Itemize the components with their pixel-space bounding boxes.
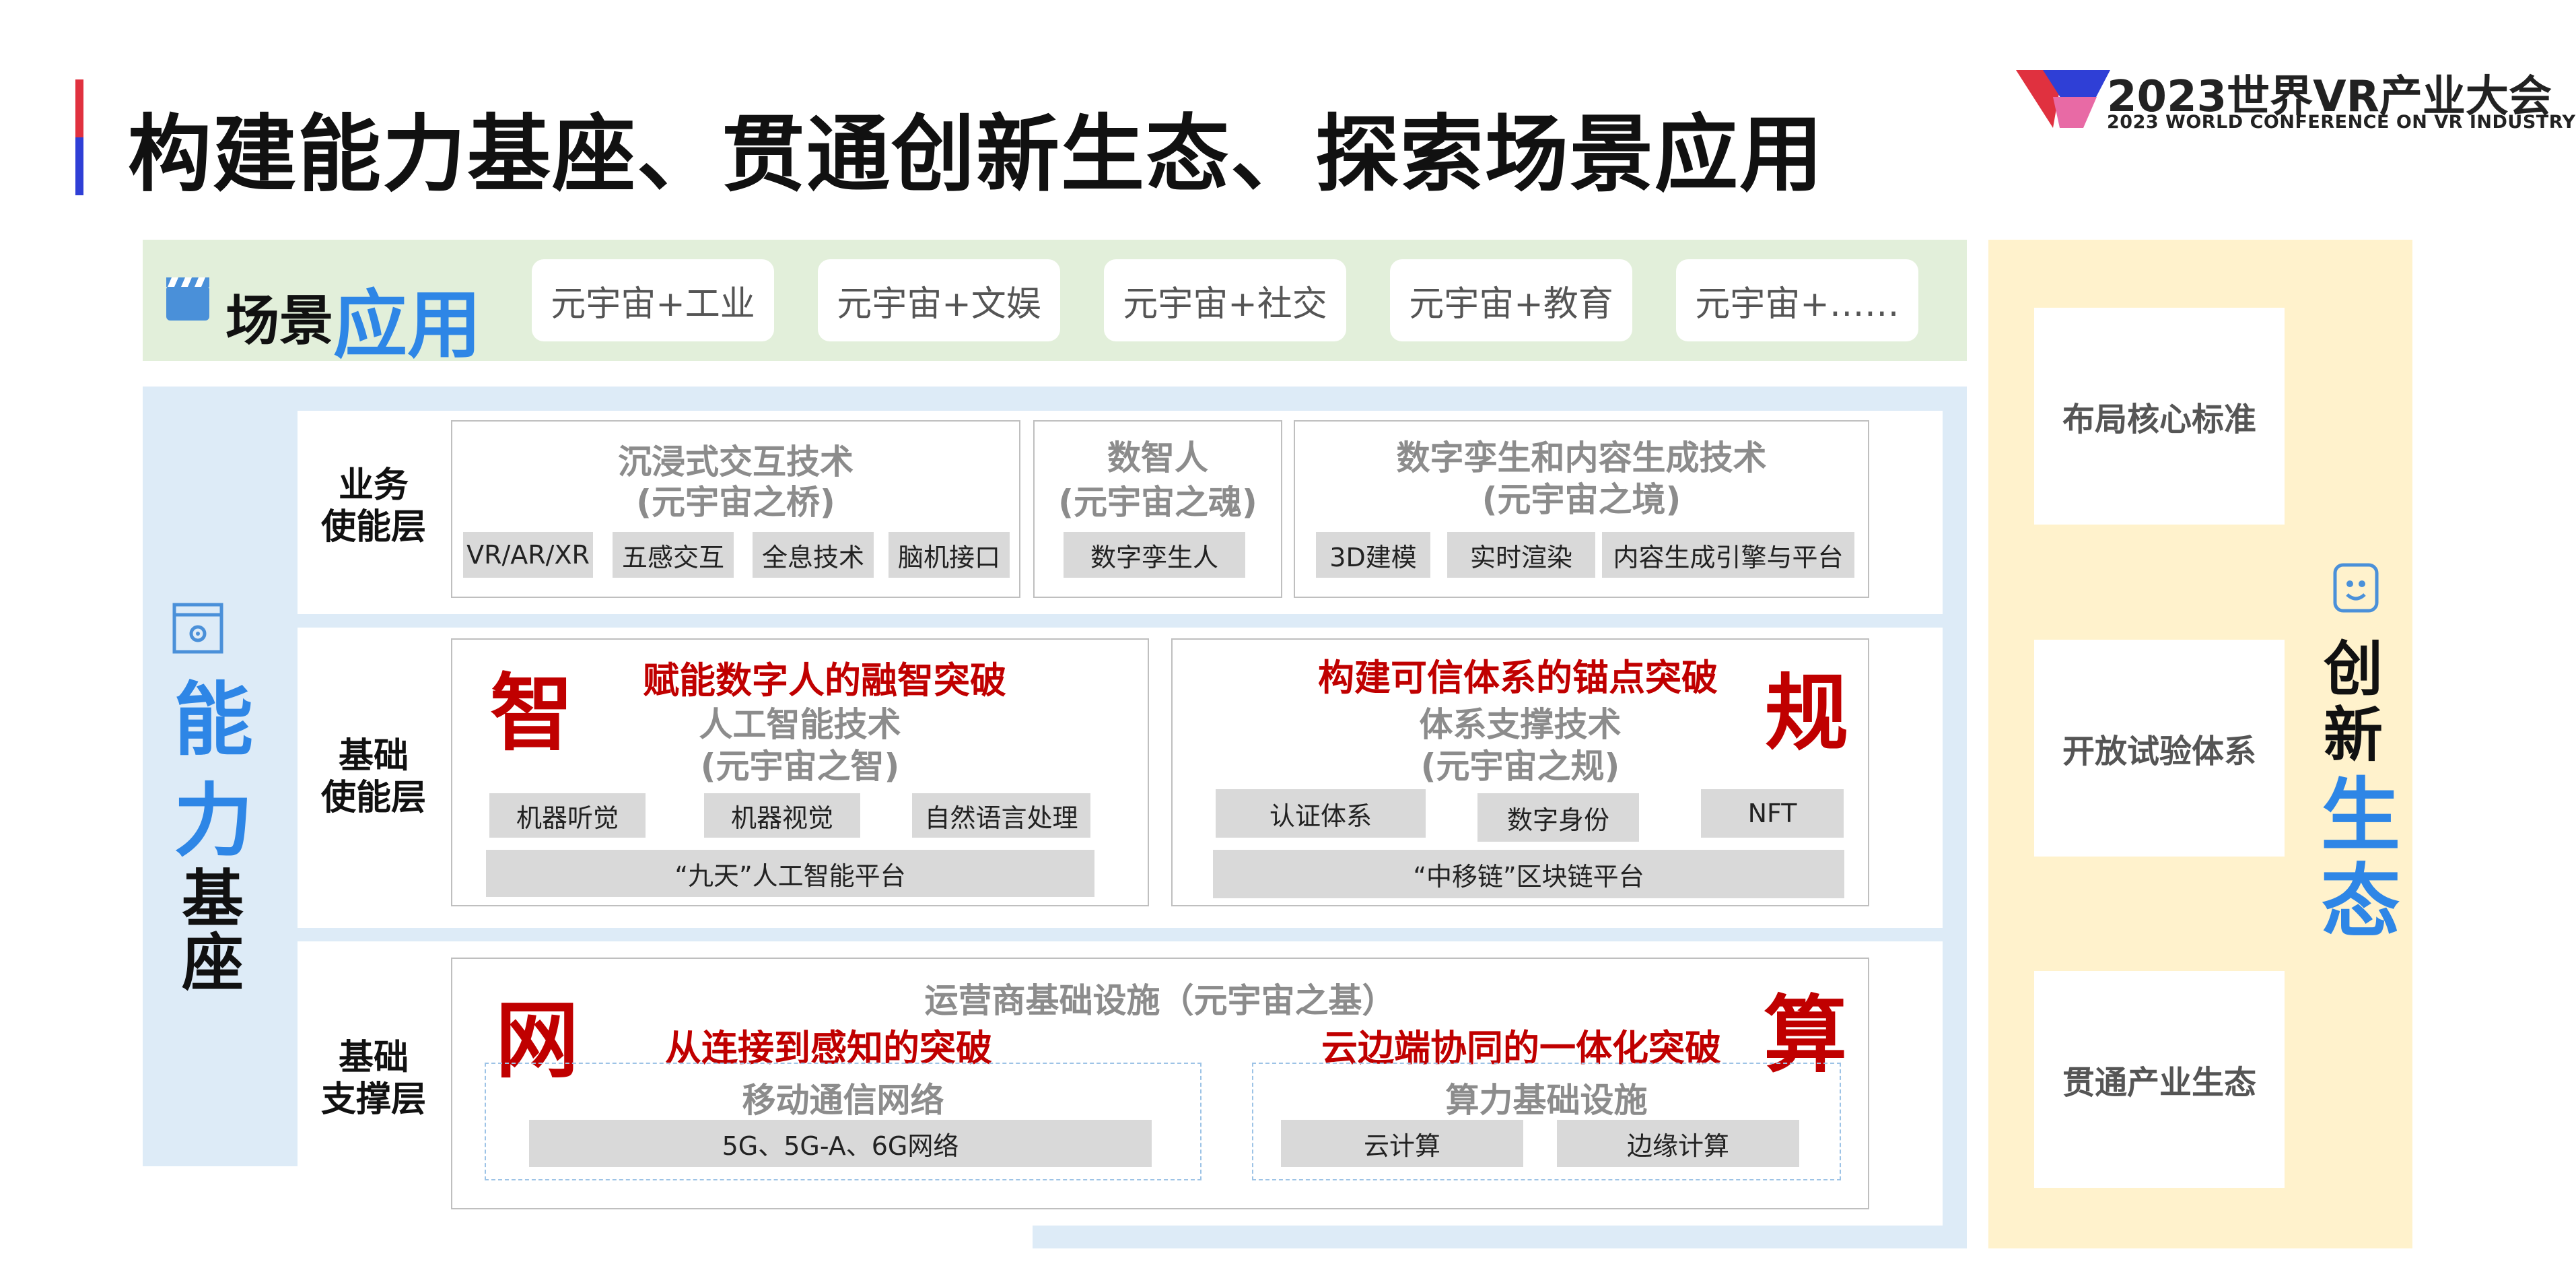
tech-item: 数字身份 — [1477, 793, 1639, 842]
network-container — [485, 1063, 1202, 1180]
scene-item-education[interactable]: 元宇宙+教育 — [1390, 259, 1632, 341]
group-subtitle: (元宇宙之规) — [1420, 747, 1620, 786]
group-title: 数字孪生和内容生成技术 — [1396, 438, 1767, 477]
capability-vertical-char: 力 — [174, 774, 254, 867]
capability-band-left — [143, 387, 298, 1166]
scene-item-industry[interactable]: 元宇宙+工业 — [532, 259, 774, 341]
layer-label-base-support: 基础 支撑层 — [320, 1038, 426, 1120]
eco-card-industry: 贯通产业生态 — [2034, 971, 2285, 1188]
group-title: 人工智能技术 — [699, 705, 901, 744]
layer-label-base-enable: 基础 使能层 — [320, 736, 426, 818]
network-headline: 从连接到感知的突破 — [665, 1027, 992, 1069]
group-infrastructure — [451, 958, 1869, 1209]
title-accent-red — [75, 79, 83, 137]
tech-item: 机器视觉 — [704, 793, 860, 838]
logo-title: 2023世界VR产业大会 — [2107, 72, 2552, 122]
tech-item: 实时渲染 — [1447, 532, 1595, 578]
group-title: 体系支撑技术 — [1419, 705, 1622, 744]
compute-title: 算力基础设施 — [1445, 1081, 1648, 1120]
capability-vertical-char: 基 — [182, 863, 244, 935]
compute-item: 云计算 — [1281, 1120, 1523, 1167]
scene-item-entertainment[interactable]: 元宇宙+文娱 — [818, 259, 1060, 341]
compute-headline: 云边端协同的一体化突破 — [1321, 1027, 1721, 1069]
tech-item: 脑机接口 — [889, 532, 1010, 578]
tech-item: 3D建模 — [1316, 532, 1430, 578]
ecosystem-vertical-char: 创 — [2324, 634, 2383, 704]
ecosystem-vertical-char: 生 — [2321, 769, 2401, 862]
ai-platform: “九天”人工智能平台 — [486, 850, 1094, 897]
network-item: 5G、5G-A、6G网络 — [529, 1120, 1152, 1167]
tech-item: 数字孪生人 — [1064, 532, 1245, 578]
capability-band-right — [1943, 387, 1967, 1248]
ai-big-char: 智 — [490, 665, 574, 762]
tech-item: 机器听觉 — [489, 793, 646, 838]
face-icon — [2333, 563, 2379, 613]
tech-item: 五感交互 — [613, 532, 734, 578]
group-subtitle: (元宇宙之魂) — [1058, 483, 1257, 522]
blockchain-platform: “中移链”区块链平台 — [1213, 850, 1844, 898]
tech-item: 自然语言处理 — [912, 793, 1090, 838]
ai-headline: 赋能数字人的融智突破 — [643, 659, 1006, 702]
group-subtitle: (元宇宙之智) — [700, 747, 900, 786]
scene-item-social[interactable]: 元宇宙+社交 — [1104, 259, 1346, 341]
tech-item: 全息技术 — [753, 532, 874, 578]
group-title: 沉浸式交互技术 — [618, 442, 854, 481]
compute-big-char: 算 — [1764, 987, 1848, 1084]
scene-label: 场景 — [225, 290, 333, 352]
browser-gear-icon — [172, 603, 223, 654]
compute-container — [1252, 1063, 1841, 1180]
trust-big-char: 规 — [1765, 665, 1849, 762]
trust-headline: 构建可信体系的锚点突破 — [1318, 657, 1718, 699]
conference-logo-icon — [2016, 70, 2110, 128]
capability-band-top — [298, 387, 1967, 411]
logo-subtitle: 2023 WORLD CONFERENCE ON VR INDUSTRY — [2107, 112, 2576, 133]
ecosystem-vertical-char: 新 — [2324, 700, 2383, 770]
infrastructure-title: 运营商基础设施（元宇宙之基） — [924, 981, 1396, 1020]
eco-card-testing: 开放试验体系 — [2034, 640, 2285, 857]
layer-separator — [298, 614, 1943, 628]
tech-item: VR/AR/XR — [463, 532, 593, 578]
network-title: 移动通信网络 — [742, 1081, 944, 1120]
scene-item-more[interactable]: 元宇宙+…… — [1676, 259, 1918, 341]
capability-vertical-char: 能 — [174, 673, 254, 766]
tech-item: 内容生成引擎与平台 — [1602, 532, 1854, 578]
eco-card-standards: 布局核心标准 — [2034, 308, 2285, 525]
ecosystem-vertical-char: 态 — [2321, 855, 2401, 948]
group-subtitle: (元宇宙之桥) — [636, 483, 835, 522]
layer-separator — [298, 928, 1943, 941]
network-big-char: 网 — [495, 993, 580, 1090]
tech-item: NFT — [1701, 789, 1844, 838]
compute-item: 边缘计算 — [1557, 1120, 1799, 1167]
layer-label-business: 业务 使能层 — [320, 465, 426, 547]
group-title: 数智人 — [1107, 438, 1208, 477]
scene-label-highlight: 应用 — [333, 282, 481, 368]
page-title: 构建能力基座、贯通创新生态、探索场景应用 — [128, 106, 1825, 203]
clapperboard-icon — [166, 277, 209, 321]
tech-item: 认证体系 — [1216, 789, 1426, 838]
title-accent-blue — [75, 137, 83, 195]
capability-vertical-char: 座 — [182, 927, 244, 999]
group-subtitle: (元宇宙之境) — [1482, 480, 1681, 519]
capability-band-bottom — [1033, 1226, 1967, 1248]
